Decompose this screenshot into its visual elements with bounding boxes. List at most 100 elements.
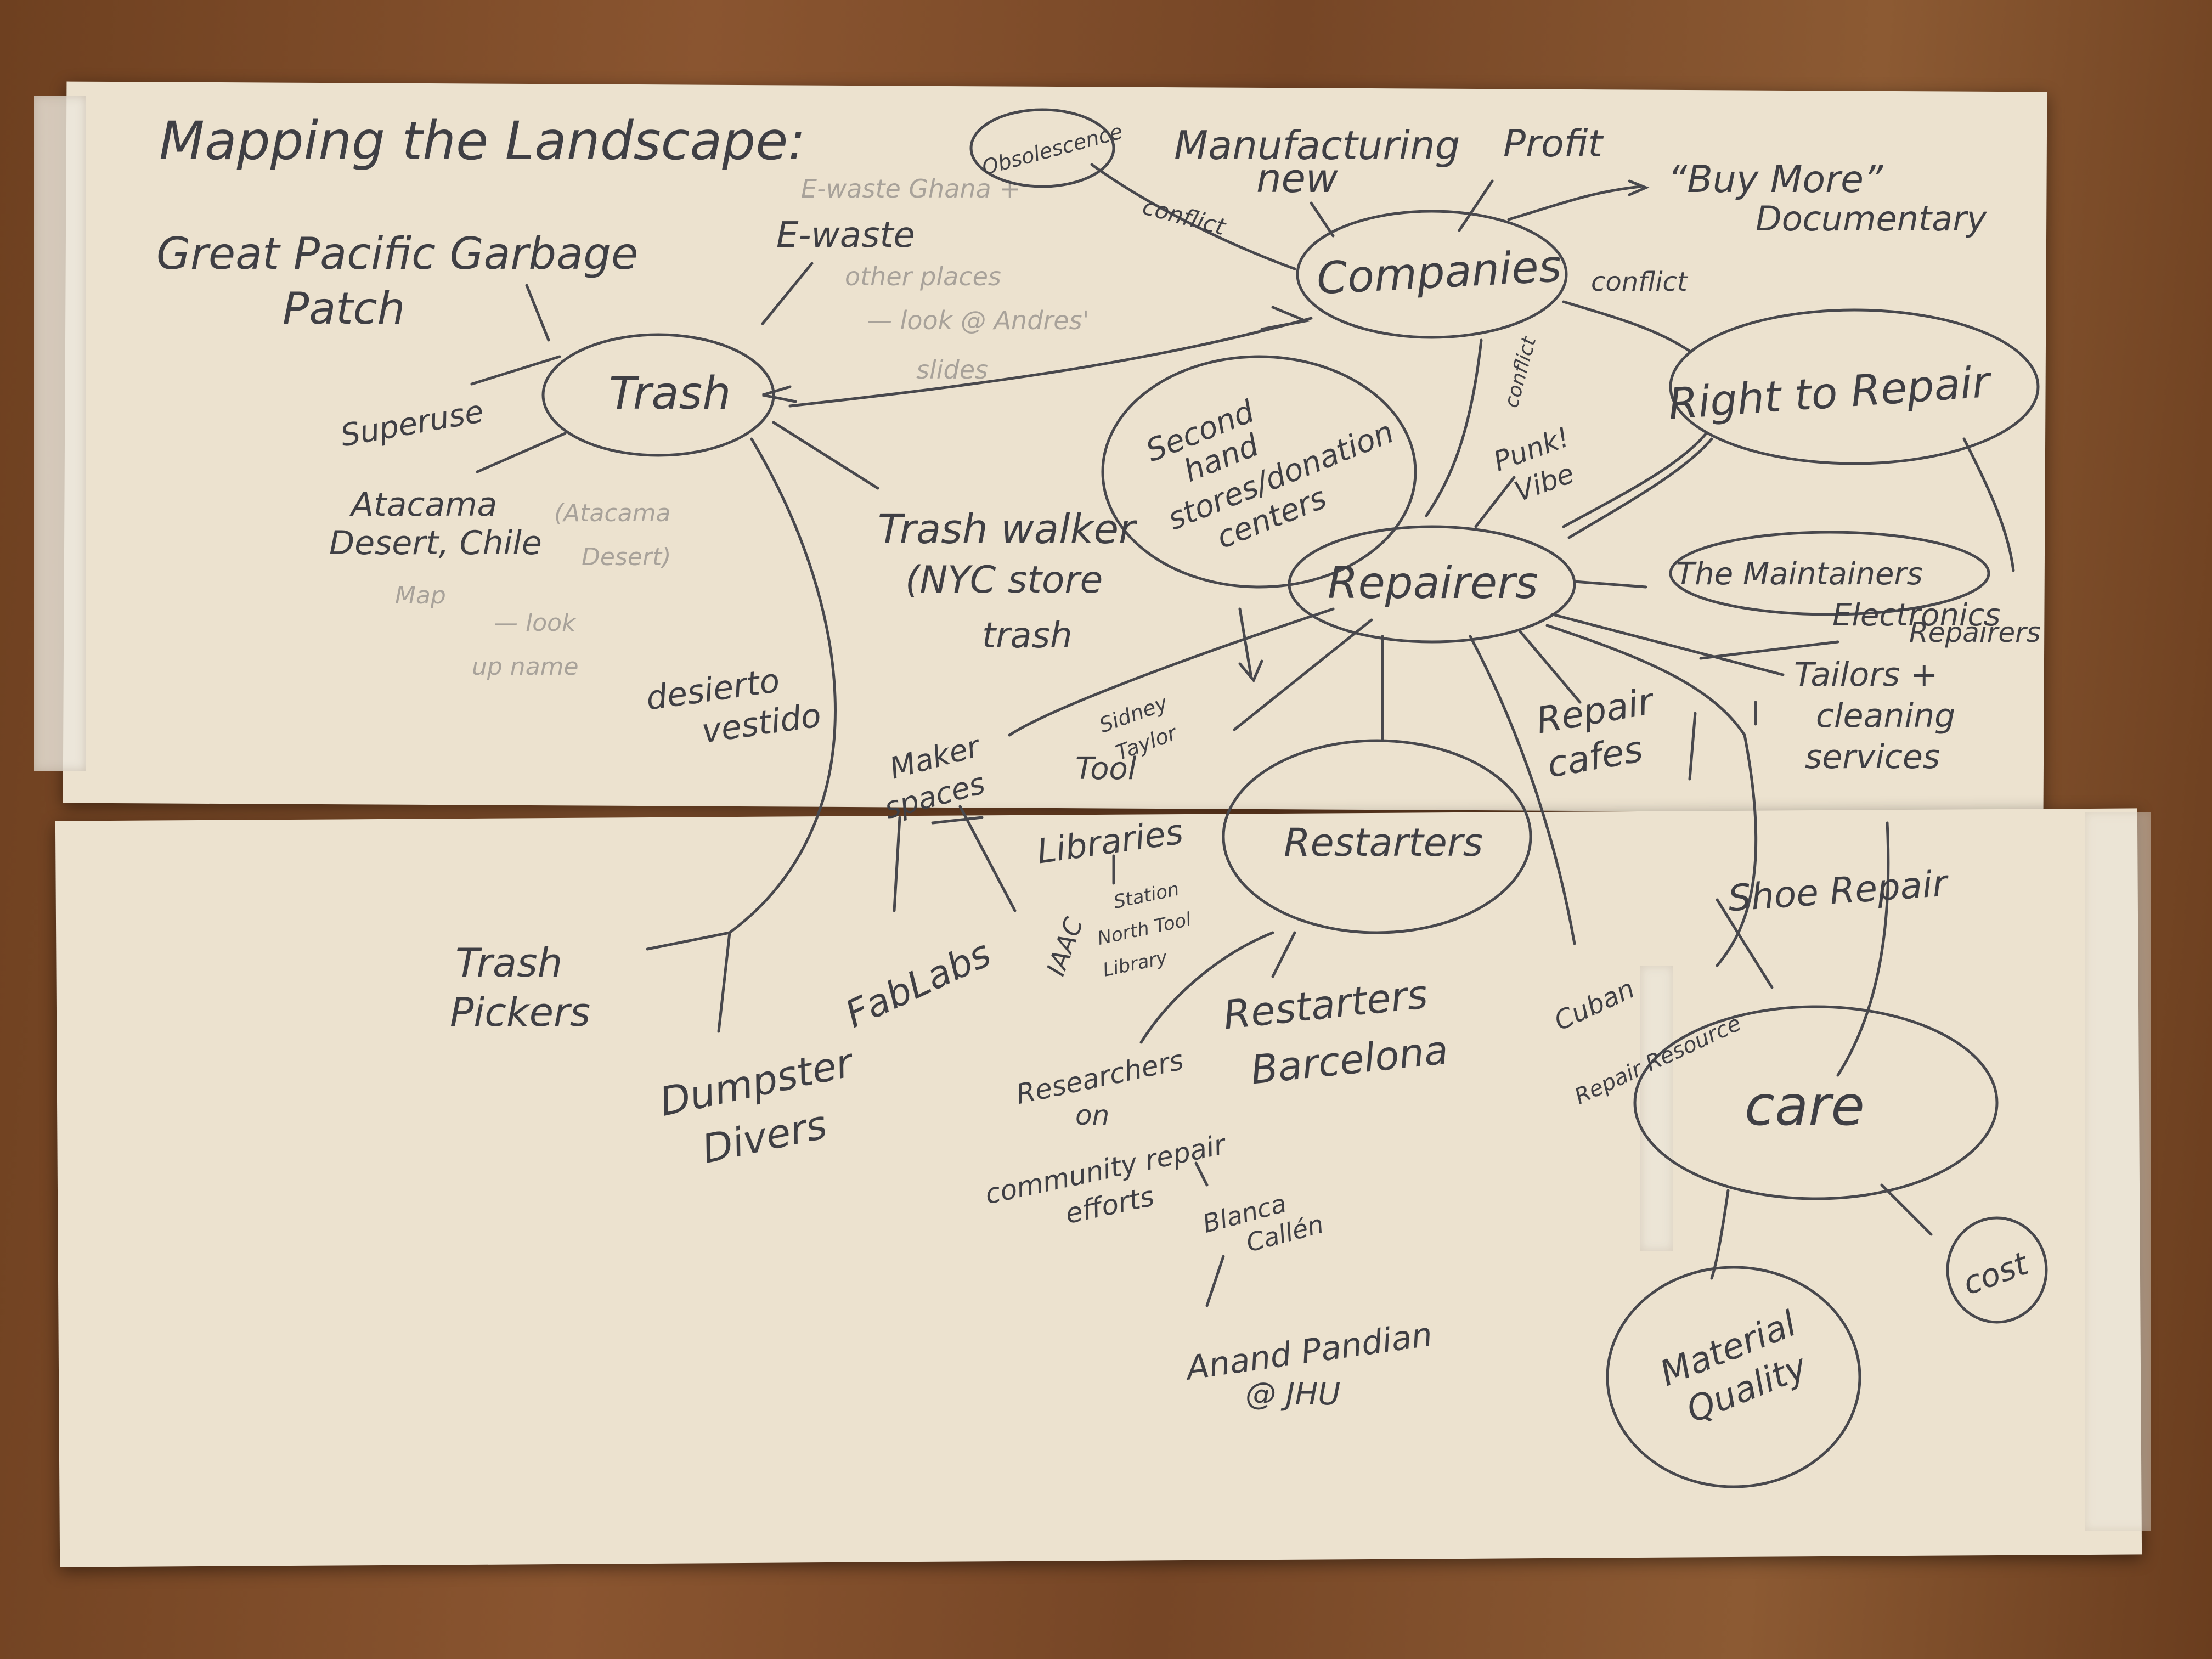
- arrow-to-buymore: [1628, 179, 1650, 196]
- label-electronics-repairers: Repairers: [1909, 617, 2041, 648]
- line-tailors-care: [1836, 821, 1890, 1077]
- faint-note-7: Map: [395, 582, 446, 610]
- line-repairers-r2r: [1562, 432, 1708, 528]
- line-repairers-maintainers: [1573, 580, 1647, 589]
- faint-note-5: (Atacama: [554, 499, 670, 527]
- line-repairers-r2r-2: [1567, 437, 1713, 539]
- label-jhu: @ JHU: [1245, 1376, 1340, 1412]
- label-repair-resource: Repair Resource: [1571, 1011, 1745, 1110]
- node-obsolescence: Obsolescence: [979, 119, 1125, 180]
- label-tailors: Tailors +: [1794, 656, 1938, 694]
- labels: Great Pacific Garbage Patch E-waste Manu…: [156, 122, 2041, 1412]
- label-conflict-right: conflict: [1591, 267, 1689, 297]
- line-trash-pickers: [728, 437, 837, 934]
- label-cuban: Cuban: [1550, 973, 1639, 1037]
- line-researchers-blanca: [1194, 1161, 1209, 1187]
- label-electronics: Electronics: [1832, 597, 2000, 633]
- label-libraries: Libraries: [1035, 811, 1186, 872]
- maintainers-ellipse: [1669, 531, 1990, 616]
- secondhand-ellipse: [1101, 355, 1417, 589]
- arrow-to-trash: [762, 385, 797, 403]
- line-r2r-electronics: [1962, 437, 2015, 572]
- node-trash: Trash: [609, 368, 731, 420]
- label-shoe-repair: Shoe Repair: [1727, 862, 1951, 919]
- label-conflict-top: conflict: [1140, 193, 1229, 241]
- node-second-hand: Second hand stores/donation centers: [1141, 393, 1399, 556]
- label-buy-more: “Buy More”: [1668, 158, 1883, 201]
- node-cost: cost: [1958, 1244, 2034, 1302]
- line-trash-garbage-patch: [525, 284, 550, 342]
- node-maintainers: The Maintainers: [1676, 556, 1923, 592]
- faint-note-8: — look: [494, 609, 577, 637]
- line-repairers-shoe: [1545, 624, 1758, 967]
- label-atacama: Atacama: [349, 486, 497, 524]
- line-companies-profit: [1458, 179, 1494, 232]
- label-repair: Repair: [1533, 680, 1658, 742]
- line-obsolescence-companies: [1090, 163, 1296, 270]
- line-pickers-spur: [646, 931, 731, 951]
- material-ellipse: [1606, 1266, 1861, 1488]
- label-services: services: [1805, 738, 1940, 776]
- label-library: Library: [1101, 946, 1170, 981]
- line-trash-companies: [788, 317, 1313, 408]
- line-electronics: [1699, 640, 1839, 660]
- label-tool: Tool: [1075, 751, 1137, 787]
- node-material-quality: Material Quality: [1655, 1304, 1813, 1431]
- label-superuse: Superuse: [338, 394, 486, 454]
- label-fablabs: FabLabs: [839, 932, 997, 1037]
- label-trash-pickers-2: Pickers: [450, 989, 590, 1035]
- label-trash-pickers-1: Trash: [455, 940, 562, 986]
- r2r-ellipse: [1669, 308, 2040, 465]
- label-nyc-store: (NYC store: [905, 558, 1103, 602]
- line-trash-trashwalker: [772, 421, 879, 490]
- tape-right: [2085, 812, 2151, 1531]
- label-restarters-bcn-2: Barcelona: [1249, 1026, 1451, 1093]
- line-repairers-repaircafes: [1518, 629, 1582, 704]
- cost-ellipse: [1946, 1216, 2048, 1324]
- line-trash-atacama: [476, 432, 567, 473]
- companies-ellipse: [1296, 210, 1568, 339]
- line-restarters-researchers: [1139, 931, 1274, 1044]
- line-repairers-makerspaces: [1008, 607, 1335, 737]
- care-ellipse: [1633, 1005, 1999, 1200]
- node-companies: Companies: [1316, 240, 1563, 304]
- faint-note-9: up name: [472, 653, 579, 681]
- label-e-waste: E-waste: [776, 215, 915, 256]
- label-great-pacific: Great Pacific Garbage: [156, 228, 638, 279]
- line-trash-ewaste: [761, 262, 814, 325]
- obsolescence-ellipse: [969, 108, 1115, 188]
- line-care-cost: [1880, 1183, 1933, 1236]
- trash-ellipse: [541, 333, 775, 457]
- label-restarters-bcn-1: Restarters: [1221, 971, 1430, 1039]
- line-fablabs: [893, 816, 901, 912]
- line-shoe-care: [1716, 898, 1774, 989]
- node-care: care: [1745, 1074, 1865, 1138]
- faint-note-3: — look @ Andres': [867, 306, 1089, 335]
- line-companies-r2r: [1562, 300, 1691, 353]
- line-care-material: [1710, 1189, 1730, 1280]
- page-title: Mapping the Landscape:: [159, 110, 806, 172]
- faint-note-1: E-waste Ghana +: [801, 174, 1020, 204]
- label-cleaning: cleaning: [1816, 697, 1955, 735]
- line-companies-manufacturing: [1310, 201, 1335, 238]
- label-conflict-vertical: conflict: [1500, 334, 1541, 410]
- line-restarters-bcn: [1271, 931, 1296, 978]
- erased-notes: E-waste Ghana + other places — look @ An…: [395, 174, 1089, 681]
- arrow-head-secondhand: [1238, 659, 1263, 683]
- restarters-ellipse: [1222, 739, 1532, 934]
- line-blanca-anand: [1205, 1255, 1225, 1307]
- line-dumpster: [717, 931, 731, 1033]
- tape-left: [34, 96, 86, 771]
- line-shoe-stub: [1688, 712, 1697, 781]
- arrow-to-companies: [1260, 306, 1311, 331]
- line-maker-iaac: [958, 805, 1017, 912]
- label-trash-paren: trash: [982, 616, 1073, 656]
- label-new: new: [1256, 155, 1338, 201]
- line-repairers-tool: [1233, 618, 1373, 731]
- node-restarters: Restarters: [1284, 820, 1483, 865]
- label-desert-chile: Desert, Chile: [329, 524, 542, 562]
- line-trash-superuse: [470, 355, 561, 386]
- label-dumpster: Dumpster: [656, 1039, 859, 1125]
- line-maker-libs: [931, 816, 984, 825]
- node-shapes: [541, 108, 2048, 1488]
